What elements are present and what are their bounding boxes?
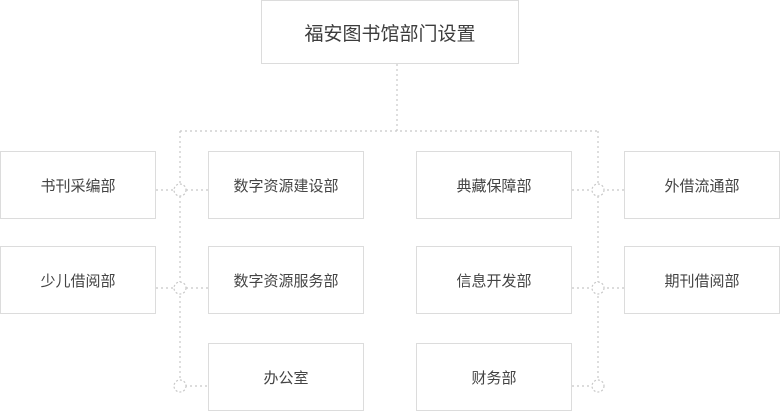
junction-dot-left-row2: [173, 281, 187, 295]
junction-dot-right-row3: [591, 379, 605, 393]
junction-dot-right-row1: [591, 183, 605, 197]
junction-dot-left-row1: [173, 183, 187, 197]
dept-box-shuzi-fuwu: 数字资源服务部: [208, 246, 364, 314]
dept-box-shaoer-jieyue: 少儿借阅部: [0, 246, 156, 314]
dept-box-diancang-baozhang: 典藏保障部: [416, 151, 572, 219]
dept-box-shukan-caibian: 书刊采编部: [0, 151, 156, 219]
org-chart-title: 福安图书馆部门设置: [261, 0, 519, 64]
dept-box-caiwu: 财务部: [416, 343, 572, 411]
dept-box-shuzi-jianshe: 数字资源建设部: [208, 151, 364, 219]
dept-box-waijie-liutong: 外借流通部: [624, 151, 780, 219]
junction-dot-right-row2: [591, 281, 605, 295]
dept-box-bangongshi: 办公室: [208, 343, 364, 411]
dept-box-xinxi-kaifa: 信息开发部: [416, 246, 572, 314]
junction-dot-left-row3: [173, 379, 187, 393]
dept-box-qikan-jieyue: 期刊借阅部: [624, 246, 780, 314]
